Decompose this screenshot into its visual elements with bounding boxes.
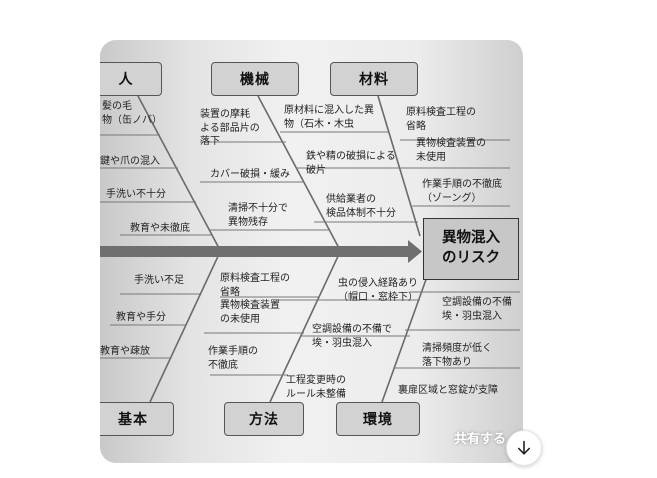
cause-label: 空調設備の不備 埃・羽虫混入	[442, 297, 512, 322]
arrow-down-icon	[517, 440, 530, 455]
cause-label: 手洗い不十分	[106, 189, 166, 200]
cause-label: 異物検査装置の 未使用	[416, 138, 486, 163]
category-material: 材料	[330, 62, 418, 96]
cause-label: 清掃不十分で 異物残存	[228, 203, 288, 228]
cause-label: 鉄や精の破損による 破片	[306, 151, 396, 176]
category-environment: 環境	[336, 402, 420, 436]
cause-label: 原料検査工程の 省略	[406, 107, 476, 132]
cause-label: 作業手順の 不徹底	[208, 346, 258, 371]
cause-label: 虫の侵入経路あり （帽口・窓枠下）	[338, 278, 418, 303]
image-card[interactable]: 人 機械 材料 基本 方法 環境 異物混入 のリスク 髪の毛 物（缶ノバ） 鍵や…	[100, 40, 523, 463]
cause-label: 作業手順の不徹底 （ゾーング）	[422, 179, 502, 204]
fishbone-lines	[100, 95, 520, 403]
cause-label: 工程変更時の ルール未整備	[286, 375, 346, 400]
category-method: 方法	[224, 402, 304, 436]
effect-line-2: のリスク	[442, 250, 500, 266]
cause-label: 原材料に混入した異 物（石木・木虫	[284, 105, 374, 130]
cause-label: 手洗い不足	[134, 275, 184, 286]
effect-line-1: 異物混入	[442, 230, 500, 247]
cause-label: 供給業者の 検品体制不十分	[326, 194, 396, 219]
cause-label: 教育や手分	[116, 312, 166, 323]
category-person: 人	[100, 62, 162, 96]
category-basis: 基本	[100, 402, 174, 436]
cause-label: 原料検査工程の 省略 異物検査装置 の未使用	[220, 273, 290, 325]
category-machine: 機械	[211, 62, 299, 96]
effect-box: 異物混入 のリスク	[423, 218, 519, 280]
share-label[interactable]: 共有する	[454, 432, 507, 447]
cause-label: 装置の摩耗 よる部品片の 落下	[200, 109, 260, 147]
fishbone-diagram: 人 機械 材料 基本 方法 環境 異物混入 のリスク 髪の毛 物（缶ノバ） 鍵や…	[100, 40, 523, 463]
cause-label: 教育や未徹底	[130, 223, 190, 234]
cause-label: カバー破損・緩み	[210, 169, 290, 180]
cause-label: 清掃頻度が低く 落下物あり	[422, 343, 492, 368]
cause-label: 教育や疎放	[100, 346, 150, 357]
cause-label: 髪の毛 物（缶ノバ）	[102, 101, 162, 126]
cause-label: 鍵や爪の混入	[100, 156, 160, 167]
cause-label: 空調設備の不備で 埃・羽虫混入	[312, 324, 392, 349]
cause-label: 裏扉区域と窓錠が支障	[398, 385, 498, 396]
download-button[interactable]	[506, 430, 542, 466]
